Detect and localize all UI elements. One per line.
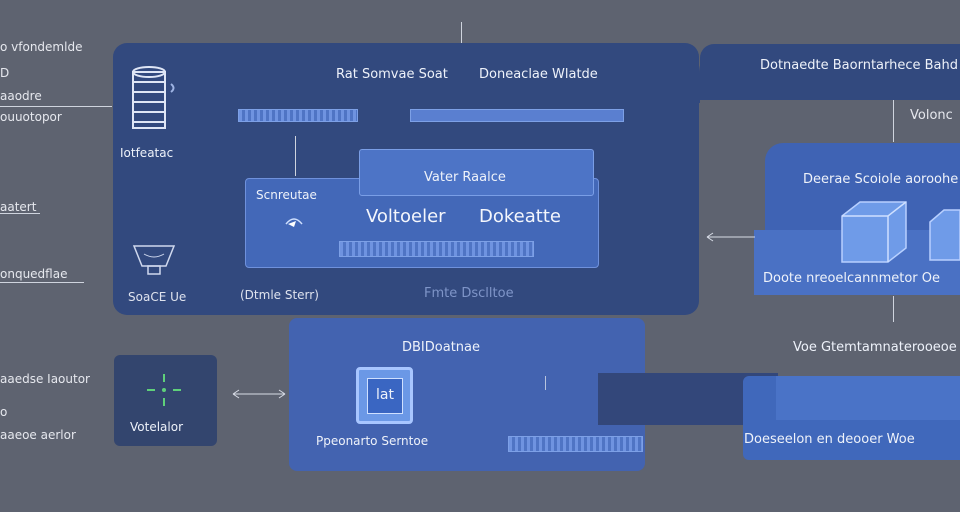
db-label: Iotfeatac	[120, 146, 174, 160]
double-arrow	[231, 385, 287, 399]
pointer-icon	[282, 212, 306, 240]
top-title-right: Doneaclae Wlatde	[479, 67, 598, 82]
left-label-1: o vfondemlde	[0, 40, 83, 54]
right-connector-line-1	[893, 100, 894, 142]
top-title-left: Rat Somvae Soat	[336, 67, 448, 82]
target-icon	[139, 370, 189, 414]
right-bottom-header: Voe Gtemtamnaterooeoe	[793, 340, 957, 355]
right-bottom-inner-band	[776, 376, 960, 420]
left-label-3: aaodre	[0, 89, 42, 103]
target-box	[114, 355, 217, 446]
bottom-mid-label: (Dtmle Sterr)	[240, 288, 319, 302]
middle-bottom-label: Ppeonarto Serntoe	[316, 434, 429, 448]
cursor-mark	[545, 376, 546, 390]
vector-progress-strip	[339, 241, 534, 257]
left-label-7: aaedse Iaoutor	[0, 372, 90, 386]
vector-title-left: Voltoeler	[366, 206, 446, 227]
right-top-banner	[700, 44, 960, 100]
progress-strip-right	[410, 109, 624, 122]
left-label-8: o	[0, 405, 8, 419]
vector-title-right: Dokeatte	[479, 206, 561, 227]
left-label-2: D	[0, 66, 10, 80]
connector-label: Scnreutae	[256, 188, 317, 202]
bottom-faded-label: Fmte Dsclltoe	[424, 286, 514, 301]
right-top-title: Dotnaedte Baorntarhece Bahd	[760, 58, 959, 73]
right-side-label: Volonc	[910, 108, 953, 123]
cup-icon	[130, 242, 180, 286]
left-label-9: aaeoe aerlor	[0, 428, 76, 442]
middle-title: DBIDoatnae	[402, 340, 480, 355]
app-tile-label: lat	[376, 387, 394, 403]
right-bottom-footer: Doeseelon en deooer Woe	[744, 432, 915, 447]
left-connector-line-3	[0, 282, 84, 283]
progress-strip-left	[238, 109, 358, 122]
top-connector-line	[461, 22, 462, 44]
left-connector-line-1	[0, 106, 112, 107]
cube-icon	[838, 198, 960, 272]
vector-header-box	[359, 149, 594, 196]
left-label-4: ouuotopor	[0, 110, 62, 124]
left-arrow	[705, 227, 755, 242]
inner-connector-line	[295, 136, 296, 176]
app-tile[interactable]: lat	[356, 367, 413, 424]
top-panel-corner	[640, 43, 700, 103]
right-mid-header: Deerae Scoiole aoroohe	[803, 172, 959, 187]
right-connector-line-2	[893, 296, 894, 322]
right-mid-footer: Doote nreoelcannmetor Oe	[763, 271, 941, 286]
target-label: Votelalor	[130, 420, 184, 434]
middle-progress-strip	[508, 436, 643, 452]
left-label-6: onquedflae	[0, 267, 68, 281]
vector-header: Vater Raalce	[424, 170, 506, 185]
database-icon	[131, 66, 181, 140]
left-label-5: aatert	[0, 200, 37, 214]
bottom-left-label: SoaCE Ue	[128, 290, 187, 304]
left-connector-line-2	[0, 213, 40, 214]
